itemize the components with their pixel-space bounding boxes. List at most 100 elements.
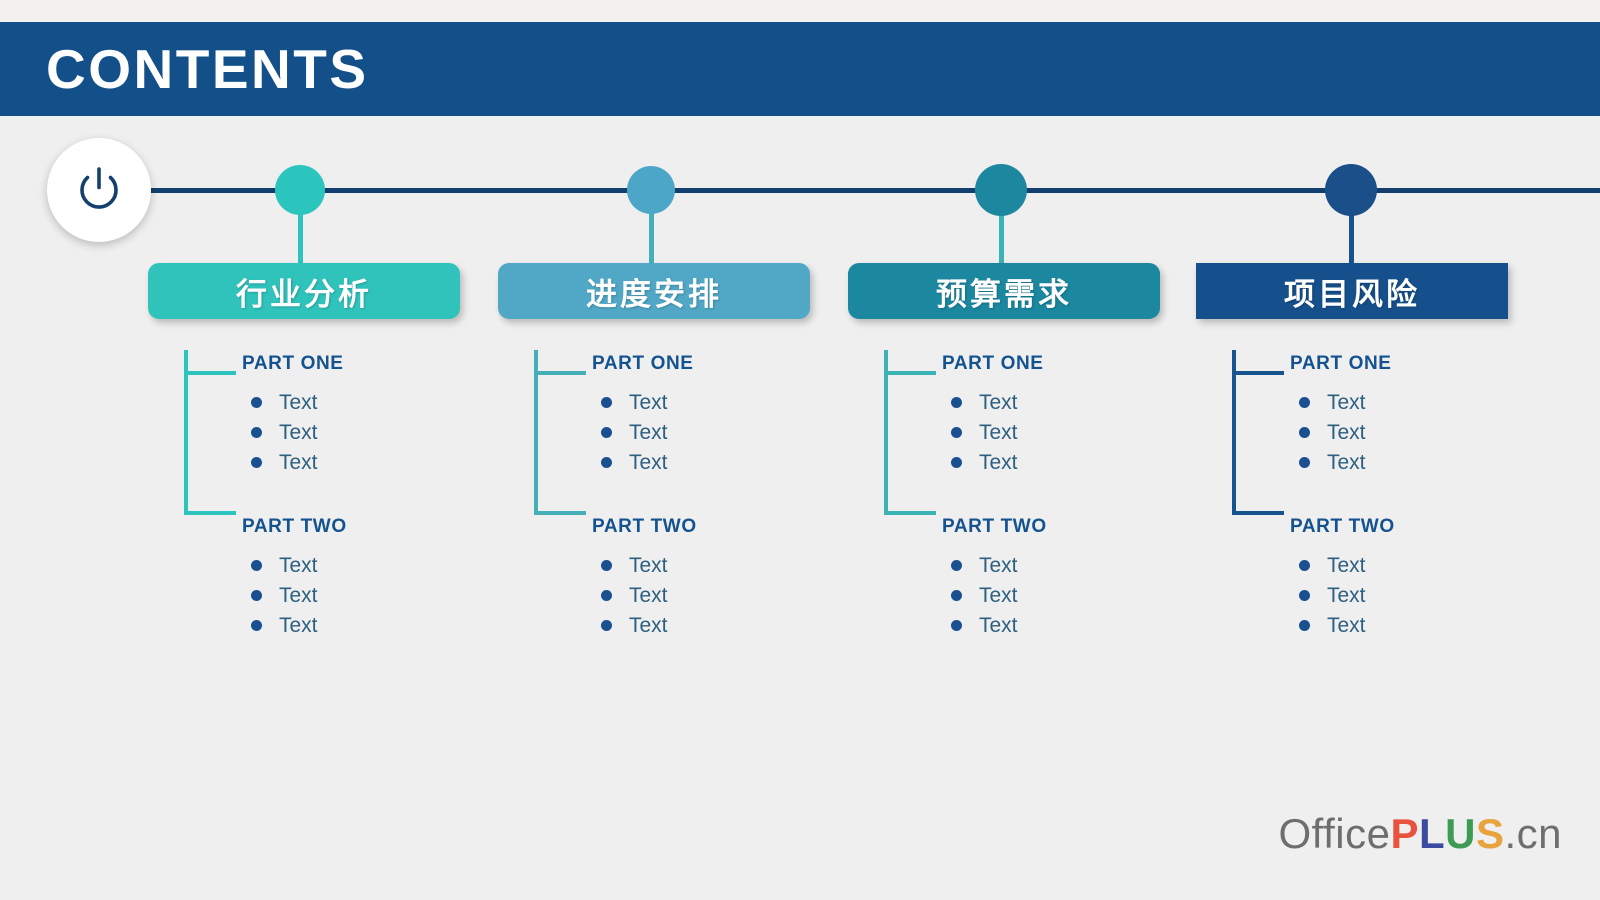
logo-l-letter: L [1418,810,1446,857]
timeline-node-4[interactable] [1325,164,1377,216]
list-item-label: Text [629,390,668,414]
list-item[interactable]: Text [1299,447,1530,477]
list-item-label: Text [629,613,668,637]
list-item[interactable]: Text [251,550,482,580]
branch-vertical-line [1232,350,1236,515]
bullet-icon [1299,559,1310,571]
list-item[interactable]: Text [251,387,482,417]
list-item-label: Text [279,583,318,607]
list-item[interactable]: Text [951,550,1182,580]
bullet-icon [1299,426,1310,438]
timeline-node-2[interactable] [627,166,675,214]
list-item[interactable]: Text [601,580,832,610]
list-item-label: Text [629,553,668,577]
list-item[interactable]: Text [601,550,832,580]
node-stem [999,190,1004,265]
branch-horizontal-line-1 [534,371,586,375]
list-item-label: Text [979,390,1018,414]
list-item-label: Text [279,613,318,637]
list-item[interactable]: Text [951,447,1182,477]
bullet-icon [1299,456,1310,468]
list-item-label: Text [279,450,318,474]
top-margin-strip [0,0,1600,22]
list-item[interactable]: Text [1299,610,1530,640]
node-stem [298,190,303,265]
list-item[interactable]: Text [251,610,482,640]
list-item[interactable]: Text [1299,387,1530,417]
branch-horizontal-line-1 [1232,371,1284,375]
power-icon[interactable] [47,138,151,242]
list-item[interactable]: Text [951,387,1182,417]
branch-connector [534,350,590,515]
bullet-icon [251,589,262,601]
list-item[interactable]: Text [951,417,1182,447]
list-item[interactable]: Text [601,417,832,447]
section-label-text: 进度安排 [586,276,722,312]
section-label-text: 项目风险 [1284,276,1420,312]
logo-s-letter: S [1475,810,1505,857]
bullet-icon [251,559,262,571]
part-title: PART ONE [592,353,694,374]
bullet-icon [601,456,612,468]
list-item[interactable]: Text [1299,550,1530,580]
part-title: PART TWO [242,516,347,537]
list-item-label: Text [1327,450,1366,474]
logo-u-letter: U [1445,810,1476,857]
timeline-node-1[interactable] [275,165,325,215]
list-item[interactable]: Text [1299,417,1530,447]
branch-horizontal-line-1 [884,371,936,375]
list-item-label: Text [279,390,318,414]
list-item[interactable]: Text [251,417,482,447]
bullet-icon [601,589,612,601]
page-title: CONTENTS [46,37,369,100]
list-item-label: Text [1327,420,1366,444]
bullet-icon [601,426,612,438]
list-item[interactable]: Text [1299,580,1530,610]
list-item-label: Text [1327,613,1366,637]
list-item[interactable]: Text [251,580,482,610]
bullet-icon [601,619,612,631]
list-item[interactable]: Text [601,610,832,640]
list-item-label: Text [1327,553,1366,577]
list-item-label: Text [279,420,318,444]
section-label-box-2[interactable]: 进度安排 [498,263,810,319]
list-item-label: Text [979,420,1018,444]
section-label-text: 行业分析 [236,276,372,312]
section-label-box-4[interactable]: 项目风险 [1196,263,1508,319]
branch-vertical-line [534,350,538,515]
branch-connector [1232,350,1288,515]
bullet-icon [951,396,962,408]
list-item[interactable]: Text [601,387,832,417]
part-title: PART ONE [1290,353,1392,374]
logo-office-text: Office [1278,810,1391,857]
list-item[interactable]: Text [951,610,1182,640]
section-label-box-3[interactable]: 预算需求 [848,263,1160,319]
list-item-label: Text [1327,583,1366,607]
section-label-box-1[interactable]: 行业分析 [148,263,460,319]
bullet-icon [601,396,612,408]
bullet-icon [951,589,962,601]
node-stem [649,190,654,265]
list-item[interactable]: Text [601,447,832,477]
logo-p-letter: P [1390,810,1419,857]
part-title: PART TWO [1290,516,1395,537]
branch-horizontal-line-1 [184,371,236,375]
list-item[interactable]: Text [951,580,1182,610]
timeline-node-3[interactable] [975,164,1027,216]
list-item[interactable]: Text [251,447,482,477]
logo-cn-text: .cn [1504,810,1562,857]
bullet-icon [951,456,962,468]
branch-horizontal-line-2 [184,511,236,515]
